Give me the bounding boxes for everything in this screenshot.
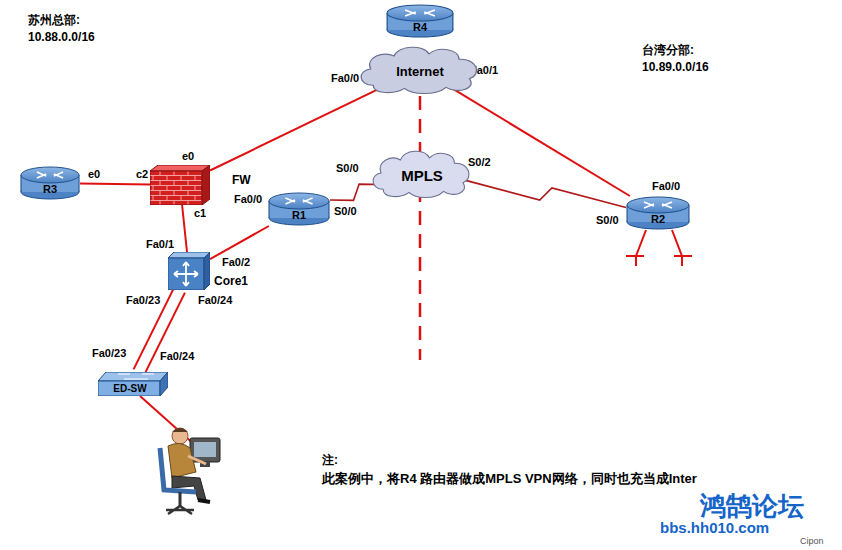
ethernet-link [450,87,630,196]
node-label: Internet [396,64,444,79]
interface-label: Fa0/0 [652,180,680,192]
node-label: R3 [43,183,57,195]
interface-label: Fa0/2 [222,256,250,268]
interface-label: S0/2 [468,156,491,168]
note-text: 此案例中，将R4 路由器做成MPLS VPN网络，同时也充当成Inter [322,470,697,488]
node-label: MPLS [401,167,443,184]
site-name: 苏州总部: [28,12,80,29]
node-label: R4 [413,21,427,33]
ethernet-link [80,183,150,184]
interface-label: e0 [182,150,194,162]
interface-label: c1 [194,207,206,219]
network-cloud: Internet [355,42,485,96]
router-feet [626,230,692,266]
core-switch-icon: Core1 [168,252,210,290]
node-label: R2 [651,213,665,225]
subnet: 10.89.0.0/16 [642,60,709,74]
router-icon: R1 [268,192,330,226]
interface-label: Fa0/23 [126,294,160,306]
pc-user [160,428,220,514]
l3switch-outline [168,252,210,290]
note-text: 注: [322,452,338,469]
serial-link [466,180,626,207]
node-label: ED-SW [113,383,146,394]
interface-label: e0 [88,168,100,180]
interface-label: Fa0/23 [92,347,126,359]
interface-label: Fa0/24 [160,350,194,362]
site-name: 台湾分部: [642,42,694,59]
watermark: 鸿鹄论坛 [700,489,804,524]
watermark: Cipon [800,536,824,546]
firewall-icon: FW [150,165,210,205]
interface-label: S0/0 [334,205,357,217]
network-cloud: MPLS [368,146,476,200]
ethernet-link [210,226,269,259]
router-icon: R3 [20,166,80,200]
firewall-outline [150,165,210,205]
interface-label: S0/0 [596,214,619,226]
node-label: FW [232,173,251,187]
node-label: Core1 [214,274,248,288]
interface-label: Fa0/1 [146,238,174,250]
pc-link [140,396,196,446]
watermark: bbs.hh010.com [660,519,769,536]
subnet: 10.88.0.0/16 [28,30,95,44]
interface-label: S0/0 [336,162,359,174]
ethernet-link [182,205,187,252]
interface-label: Fa0/24 [198,294,232,306]
router-icon: R2 [626,196,690,230]
interface-label: Fa0/0 [331,72,359,84]
node-label: R1 [292,209,306,221]
router-icon: R4 [386,4,454,38]
site-divider [419,96,422,360]
ethernet-link [210,86,385,171]
interface-label: c2 [136,168,148,180]
interface-label: Fa0/0 [234,193,262,205]
access-switch-icon: ED-SW [98,372,168,396]
